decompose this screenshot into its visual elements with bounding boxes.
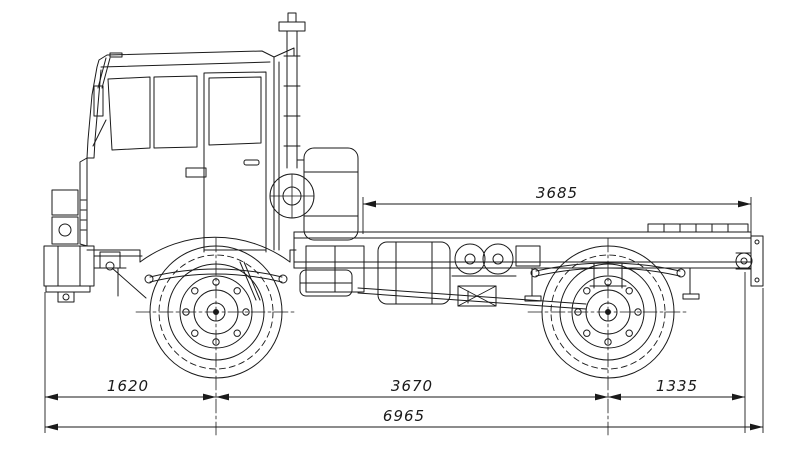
drag-link	[111, 267, 147, 299]
steering-box	[99, 251, 121, 269]
air-tank-2	[482, 243, 514, 275]
cab-outline	[86, 50, 275, 251]
door-handle	[243, 159, 260, 166]
hitch-bolt-bottom	[754, 277, 760, 283]
air-cleaner-cross	[269, 173, 315, 219]
roof-deflector	[273, 47, 295, 58]
fuel-tank-body	[377, 241, 451, 305]
bumper-segments	[57, 245, 81, 287]
front-shock	[239, 261, 261, 301]
front-tire-tread	[158, 254, 274, 370]
dimension-label-rear-overhang: 1335	[656, 377, 698, 395]
hitch-plate	[750, 235, 764, 287]
exhaust-stack	[278, 12, 306, 169]
tow-bracket	[57, 291, 75, 303]
dimension-label-wheelbase: 3670	[391, 377, 433, 395]
headlamp	[58, 223, 72, 237]
pump-box	[515, 245, 541, 267]
stack-cap	[278, 21, 306, 32]
air-tank-2-hub	[492, 253, 504, 265]
windshield-pillar	[86, 69, 102, 159]
side-window-rear-pane	[153, 75, 198, 149]
air-tank-1-hub	[464, 253, 476, 265]
cab	[86, 47, 297, 263]
air-cleaner	[269, 173, 315, 219]
mirror	[93, 57, 111, 117]
mudguard-brackets	[531, 267, 691, 297]
mirror-bracket	[97, 57, 111, 89]
battery-box	[305, 245, 365, 293]
transfer-case-body	[457, 285, 497, 307]
frame-rails	[293, 231, 752, 269]
front-spring-eye-rear	[278, 274, 288, 284]
wiper	[92, 119, 107, 147]
air-tank-1	[454, 243, 486, 275]
rear-spring-eye-front	[530, 268, 540, 278]
front-panel	[79, 157, 88, 247]
side-window-front-pane	[107, 76, 151, 151]
crossmember-ribs	[663, 223, 729, 233]
stack-clamps	[283, 55, 301, 147]
roof-inner-line	[100, 61, 271, 68]
hitch-bolt-top	[754, 239, 760, 245]
grille-slats	[80, 199, 87, 231]
rear-mudflap	[682, 293, 700, 300]
door-window	[208, 76, 262, 146]
front-step-box	[51, 189, 79, 216]
rear-spring-eye-rear	[676, 268, 686, 278]
fuel-tank	[377, 241, 451, 305]
fuel-tank-straps	[395, 241, 433, 305]
pitman-arm-joint	[105, 261, 115, 271]
dimensions: 3685 1620 3670 1335 6965	[44, 184, 764, 433]
dimension-label-front-overhang: 1620	[107, 377, 149, 395]
transfer-case-cross	[457, 285, 497, 307]
cab-rear-equipment	[296, 147, 359, 241]
intake-tank	[303, 147, 359, 241]
front-wheel-arch	[139, 236, 291, 263]
stack-pipe	[286, 30, 298, 169]
transfer-case	[457, 285, 497, 307]
wheel-centerlines	[135, 237, 689, 436]
battery-box-lines	[305, 245, 365, 293]
dimension-label-rear-frame: 3685	[536, 184, 578, 202]
hitch-jaws	[735, 252, 752, 270]
truck-drawing	[43, 12, 764, 436]
mid-mudflap	[524, 295, 542, 302]
door	[203, 71, 267, 253]
air-reservoirs	[451, 243, 517, 277]
front-end	[43, 157, 147, 303]
tow-pin	[62, 293, 70, 301]
intake-tank-lines	[296, 159, 359, 217]
cab-badge	[185, 167, 207, 178]
dimension-label-overall-length: 6965	[383, 407, 425, 425]
headlamp-box	[51, 216, 79, 245]
mirror-glass	[93, 85, 104, 117]
towing-hitch	[735, 235, 764, 287]
front-spring-eye-front	[144, 274, 154, 284]
pintle-pin	[740, 257, 748, 265]
rear-tire-tread	[550, 254, 666, 370]
roof-marker-lamp	[109, 52, 123, 58]
rear-crossmember	[647, 223, 749, 233]
cab-bottom-front	[86, 249, 141, 263]
